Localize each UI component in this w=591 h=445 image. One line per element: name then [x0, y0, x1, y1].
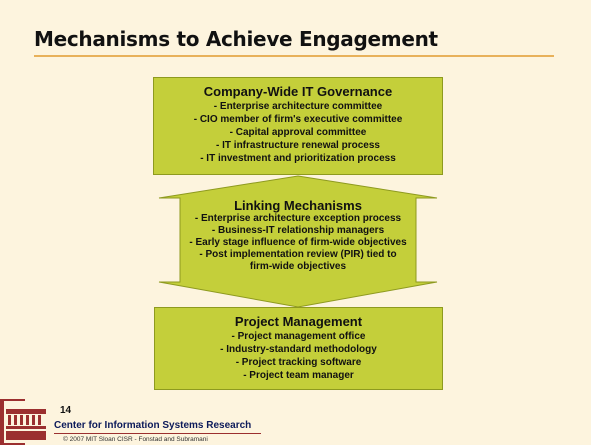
center-name: Center for Information Systems Research: [54, 420, 252, 431]
linking-text: Linking Mechanisms - Enterprise architec…: [160, 199, 436, 273]
linking-item: - Early stage influence of firm-wide obj…: [189, 237, 407, 248]
project-item: - Project team manager: [243, 370, 354, 381]
governance-heading: Company-Wide IT Governance: [203, 84, 393, 99]
footer-divider: [54, 433, 261, 434]
governance-item: - Capital approval committee: [229, 127, 367, 138]
linking-item: - Post implementation review (PIR) tied …: [199, 249, 397, 260]
linking-item: - Enterprise architecture exception proc…: [194, 213, 402, 224]
mit-sloan-logo-icon: [4, 401, 48, 443]
governance-box: Company-Wide IT Governance - Enterprise …: [153, 77, 443, 175]
governance-item: - IT infrastructure renewal process: [216, 140, 380, 151]
project-item: - Project management office: [231, 331, 366, 342]
page-number: 14: [60, 405, 72, 416]
slide-title: Mechanisms to Achieve Engagement: [34, 27, 438, 51]
linking-heading: Linking Mechanisms: [234, 198, 362, 213]
linking-item: firm-wide objectives: [249, 261, 347, 272]
project-item: - Industry-standard methodology: [220, 344, 377, 355]
governance-item: - Enterprise architecture committee: [213, 101, 383, 112]
project-box: Project Management - Project management …: [154, 307, 443, 390]
project-heading: Project Management: [234, 314, 363, 329]
project-item: - Project tracking software: [235, 357, 362, 368]
copyright-text: © 2007 MIT Sloan CISR - Fonstad and Subr…: [63, 436, 208, 443]
title-underline: [34, 55, 554, 57]
governance-item: - IT investment and prioritization proce…: [200, 153, 396, 164]
linking-item: - Business-IT relationship managers: [211, 225, 385, 236]
governance-item: - CIO member of firm's executive committ…: [193, 114, 403, 125]
